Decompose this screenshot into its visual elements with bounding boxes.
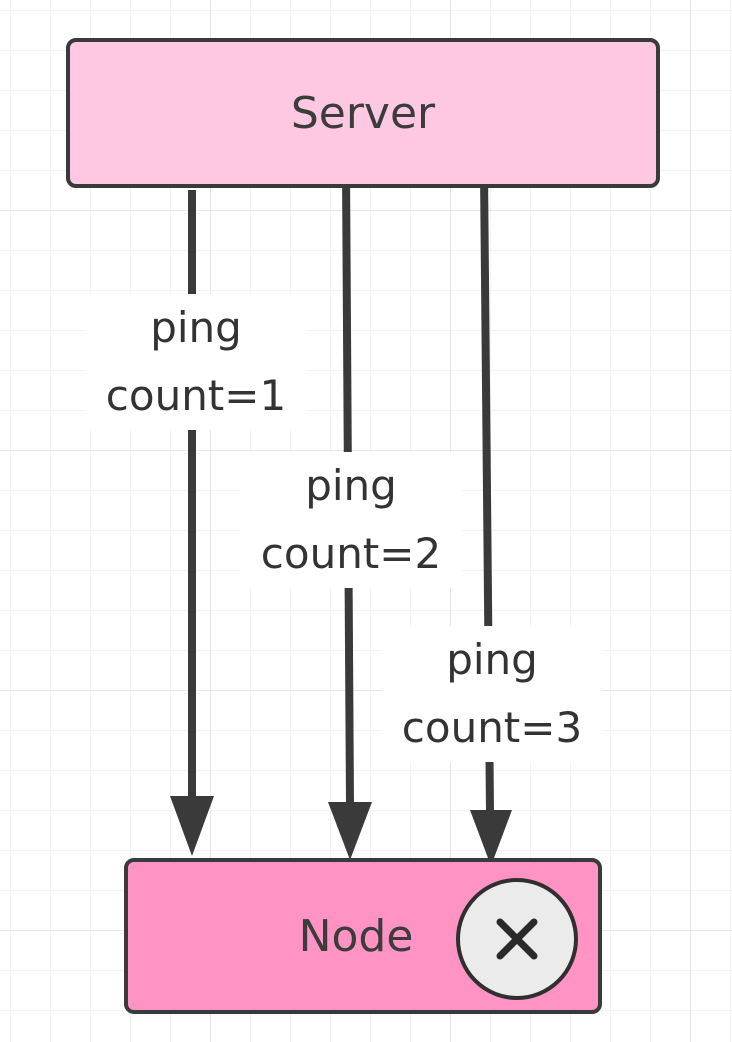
edge-label-line2: count=2: [260, 529, 442, 578]
edge-label-count-1[interactable]: ping count=1: [86, 294, 306, 430]
server-node[interactable]: Server: [66, 38, 660, 188]
arrowhead: [170, 796, 214, 856]
edge-label-count-3[interactable]: ping count=3: [382, 626, 602, 762]
edge-label-count-2[interactable]: ping count=2: [240, 452, 462, 588]
client-node-label: Node: [298, 910, 414, 962]
edge-label-line2: count=1: [105, 371, 287, 420]
edge-label-line1: ping: [305, 461, 397, 510]
arrowhead: [328, 802, 372, 860]
arrowhead: [470, 810, 512, 866]
edge-label-line2: count=3: [401, 703, 583, 752]
server-node-label: Server: [290, 87, 436, 139]
edge-label-line1: ping: [446, 635, 538, 684]
close-icon-glyph: [496, 918, 538, 960]
close-icon[interactable]: [456, 878, 578, 1000]
connector-count-1: [170, 190, 214, 856]
edge-label-line1: ping: [150, 303, 242, 352]
